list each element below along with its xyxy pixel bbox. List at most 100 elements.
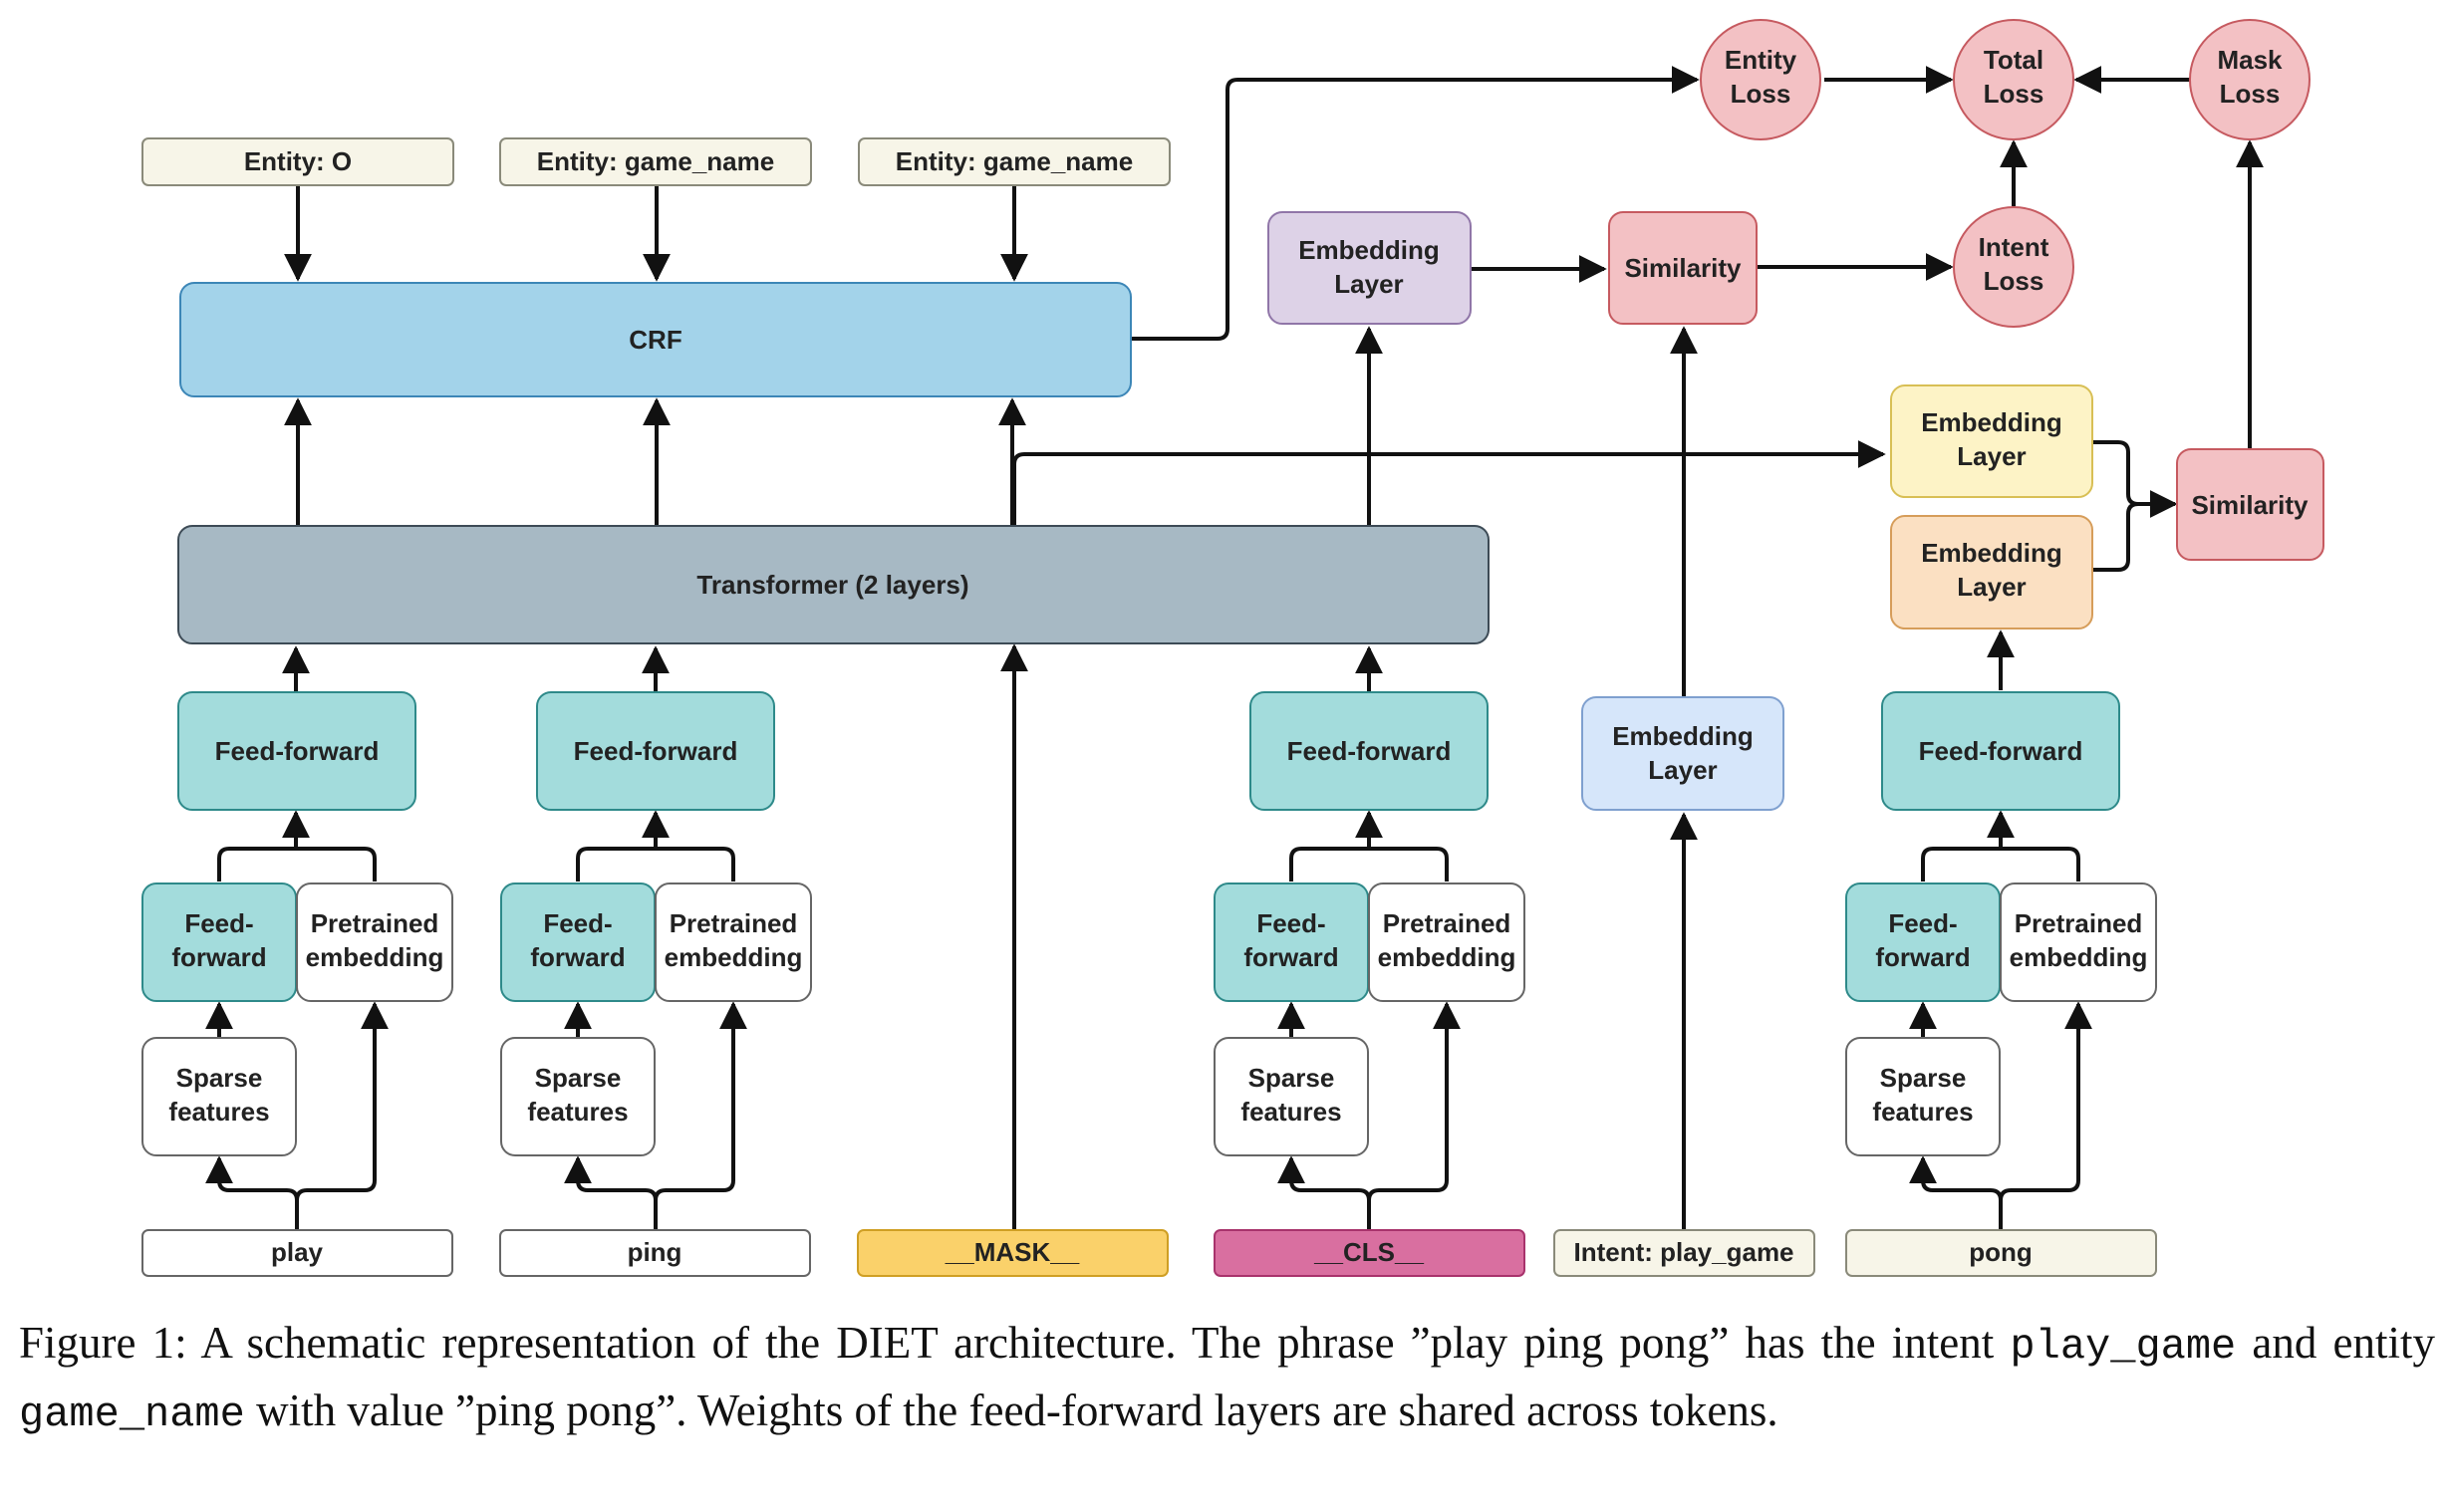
- pong-feed-forward-label: Feed-forward: [1919, 736, 2083, 766]
- edge-cls-split-right: [1367, 1001, 1461, 1201]
- caption-text-3: with value ”ping pong”. Weights of the f…: [256, 1386, 1778, 1435]
- entity-label-game-name-1-text: Entity: game_name: [537, 146, 774, 176]
- cls-small-ff-line1: Feed-: [1256, 908, 1325, 938]
- input-token-intent-text: Intent: play_game: [1573, 1237, 1793, 1267]
- ping-sparse-line1: Sparse: [535, 1063, 622, 1093]
- play-feed-forward: Feed-forward: [177, 691, 416, 811]
- ping-small-ff-line2: forward: [530, 942, 625, 972]
- ping-sparse-line2: features: [527, 1097, 628, 1127]
- edge-cls-split: [1277, 1155, 1371, 1230]
- pong-pretrained-line1: Pretrained: [2015, 908, 2143, 938]
- crf-box: CRF: [179, 282, 1132, 397]
- edge-crf-to-entity-loss: [1131, 66, 1700, 341]
- cls-pretrained-line1: Pretrained: [1383, 908, 1511, 938]
- blue-embedding-line1: Embedding: [1612, 721, 1754, 751]
- cls-feed-forward: Feed-forward: [1249, 691, 1489, 811]
- play-pretrained-line1: Pretrained: [311, 908, 439, 938]
- edge-pong-merge: [1921, 847, 2080, 882]
- entity-label-game-name-2-text: Entity: game_name: [896, 146, 1133, 176]
- entity-label-game-name-2: Entity: game_name: [858, 137, 1171, 186]
- input-token-mask-text: __MASK__: [945, 1237, 1080, 1267]
- play-small-feed-forward: Feed- forward: [141, 882, 297, 1002]
- figure-caption: Figure 1: A schematic representation of …: [19, 1311, 2435, 1446]
- cls-sparse-line2: features: [1240, 1097, 1341, 1127]
- edge-ping-merge: [576, 847, 735, 882]
- edges: [205, 66, 2264, 1230]
- ping-small-feed-forward: Feed- forward: [500, 882, 656, 1002]
- intent-embedding-layer-purple: Embedding Layer: [1267, 211, 1472, 325]
- transformer-box: Transformer (2 layers): [177, 525, 1490, 644]
- input-token-ping: ping: [499, 1229, 811, 1277]
- total-loss-line2: Loss: [1984, 79, 2044, 109]
- pong-small-ff-line1: Feed-: [1888, 908, 1957, 938]
- caption-code-intent: play_game: [2010, 1323, 2237, 1371]
- total-loss-node: Total Loss: [1953, 19, 2074, 140]
- mask-embedding-layer-yellow: Embedding Layer: [1890, 384, 2093, 498]
- edge-embedding-brace: [2092, 440, 2139, 572]
- edge-play-merge: [217, 847, 377, 882]
- play-sparse-features: Sparse features: [141, 1037, 297, 1156]
- ping-pretrained-line2: embedding: [665, 942, 803, 972]
- ping-pretrained-embedding: Pretrained embedding: [655, 882, 812, 1002]
- ping-pretrained-line1: Pretrained: [670, 908, 798, 938]
- caption-text-1: A schematic representation of the DIET a…: [200, 1318, 1995, 1368]
- edge-pong-split: [1909, 1155, 2003, 1230]
- play-sparse-line2: features: [168, 1097, 269, 1127]
- entity-loss-line1: Entity: [1725, 45, 1797, 75]
- input-token-cls-text: __CLS__: [1313, 1237, 1424, 1267]
- entity-label-o-text: Entity: O: [244, 146, 352, 176]
- yellow-embedding-line2: Layer: [1957, 441, 2026, 471]
- edge-ping-split: [564, 1155, 658, 1230]
- caption-code-entity: game_name: [19, 1390, 245, 1438]
- entity-loss-node: Entity Loss: [1700, 19, 1821, 140]
- ping-feed-forward-label: Feed-forward: [574, 736, 738, 766]
- play-small-ff-line2: forward: [171, 942, 266, 972]
- purple-embedding-line1: Embedding: [1298, 235, 1440, 265]
- edge-play-split-right: [295, 1001, 389, 1201]
- cls-small-feed-forward: Feed- forward: [1214, 882, 1369, 1002]
- play-pretrained-line2: embedding: [306, 942, 444, 972]
- intent-similarity-node: Similarity: [1608, 211, 1758, 325]
- crf-label: CRF: [629, 325, 681, 355]
- cls-sparse-features: Sparse features: [1214, 1037, 1369, 1156]
- play-pretrained-embedding: Pretrained embedding: [296, 882, 453, 1002]
- cls-pretrained-line2: embedding: [1378, 942, 1516, 972]
- pong-feed-forward: Feed-forward: [1881, 691, 2120, 811]
- mask-similarity-label: Similarity: [2191, 490, 2309, 520]
- input-token-pong-text: pong: [1969, 1237, 2033, 1267]
- input-token-cls: __CLS__: [1214, 1229, 1525, 1277]
- mask-loss-line1: Mask: [2217, 45, 2283, 75]
- pong-pretrained-line2: embedding: [2010, 942, 2148, 972]
- mask-loss-line2: Loss: [2220, 79, 2281, 109]
- edge-transformer-to-mask-embedding: [1012, 440, 1886, 526]
- intent-similarity-label: Similarity: [1624, 253, 1742, 283]
- cls-pretrained-embedding: Pretrained embedding: [1368, 882, 1525, 1002]
- pong-small-ff-line2: forward: [1875, 942, 1970, 972]
- play-sparse-line1: Sparse: [176, 1063, 263, 1093]
- mask-similarity-node: Similarity: [2176, 448, 2324, 561]
- input-token-ping-text: ping: [628, 1237, 682, 1267]
- edge-cls-merge: [1289, 847, 1449, 882]
- edge-pong-split-right: [1999, 1001, 2092, 1201]
- cls-feed-forward-label: Feed-forward: [1287, 736, 1452, 766]
- blue-embedding-line2: Layer: [1648, 755, 1717, 785]
- pong-small-feed-forward: Feed- forward: [1845, 882, 2001, 1002]
- input-token-play: play: [141, 1229, 453, 1277]
- yellow-embedding-line1: Embedding: [1921, 407, 2062, 437]
- intent-loss-line1: Intent: [1979, 232, 2049, 262]
- input-token-play-text: play: [271, 1237, 324, 1267]
- intent-token-embedding-layer-blue: Embedding Layer: [1581, 696, 1784, 811]
- total-loss-line1: Total: [1984, 45, 2043, 75]
- input-token-mask: __MASK__: [857, 1229, 1169, 1277]
- play-feed-forward-label: Feed-forward: [215, 736, 380, 766]
- play-small-ff-line1: Feed-: [184, 908, 253, 938]
- caption-label: Figure 1:: [19, 1318, 187, 1368]
- entity-label-o: Entity: O: [141, 137, 454, 186]
- edge-play-split: [205, 1155, 299, 1230]
- entity-label-game-name-1: Entity: game_name: [499, 137, 812, 186]
- ping-sparse-features: Sparse features: [500, 1037, 656, 1156]
- ping-feed-forward: Feed-forward: [536, 691, 775, 811]
- input-token-pong: pong: [1845, 1229, 2157, 1277]
- mask-loss-node: Mask Loss: [2189, 19, 2311, 140]
- pong-sparse-line2: features: [1872, 1097, 1973, 1127]
